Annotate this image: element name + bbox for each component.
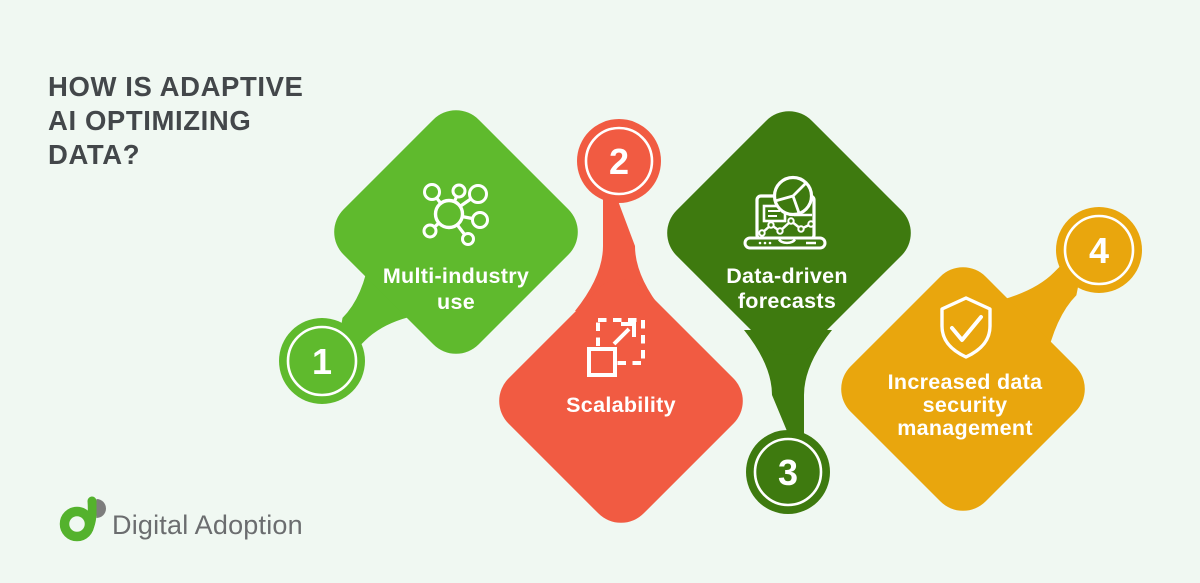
- card-label-line: forecasts: [738, 289, 836, 313]
- scale-expand-icon: [587, 318, 645, 377]
- page-title-line-3: DATA?: [48, 139, 140, 170]
- step-badge-ring: [1063, 214, 1135, 286]
- card-1-label: Multi-industry use: [383, 264, 529, 314]
- laptop-analytics-icon: [743, 175, 827, 250]
- card-label-line: Multi-industry: [383, 264, 529, 288]
- logo-text: Digital Adoption: [112, 510, 303, 540]
- network-nodes-icon: [422, 183, 489, 246]
- card-label-line: Data-driven: [726, 264, 848, 288]
- step-badge-ring: [753, 437, 823, 507]
- step-number: 4: [1089, 230, 1109, 271]
- brand-logo: Digital Adoption: [59, 496, 303, 542]
- card-2-label: Scalability: [566, 393, 676, 417]
- logo-mark-tail: [81, 496, 97, 538]
- step-badge-ring: [584, 126, 654, 196]
- card-label-line: use: [437, 290, 475, 314]
- logo-leaf-icon: [96, 499, 106, 518]
- page-title-line-1: HOW IS ADAPTIVE: [48, 71, 304, 102]
- card-label-line: Increased data: [888, 370, 1044, 394]
- card-3-label: Data-driven forecasts: [726, 264, 848, 313]
- card-label-line: Scalability: [566, 393, 676, 417]
- step-number: 1: [312, 341, 332, 382]
- page-title-line-2: AI OPTIMIZING: [48, 105, 251, 136]
- step-number: 2: [609, 141, 629, 182]
- page-title: HOW IS ADAPTIVE AI OPTIMIZING DATA?: [48, 71, 304, 170]
- step-badge-ring: [286, 325, 358, 397]
- card-label-line: security: [923, 393, 1008, 417]
- step-number: 3: [778, 452, 798, 493]
- step-badge-4: 4: [1063, 214, 1135, 286]
- step-badge-1: 1: [286, 325, 358, 397]
- step-badge-3: 3: [753, 437, 823, 507]
- card-4-label: Increased data security management: [888, 370, 1044, 440]
- shield-check-icon: [940, 296, 992, 359]
- step-badge-2: 2: [584, 126, 654, 196]
- card-label-line: management: [897, 416, 1033, 440]
